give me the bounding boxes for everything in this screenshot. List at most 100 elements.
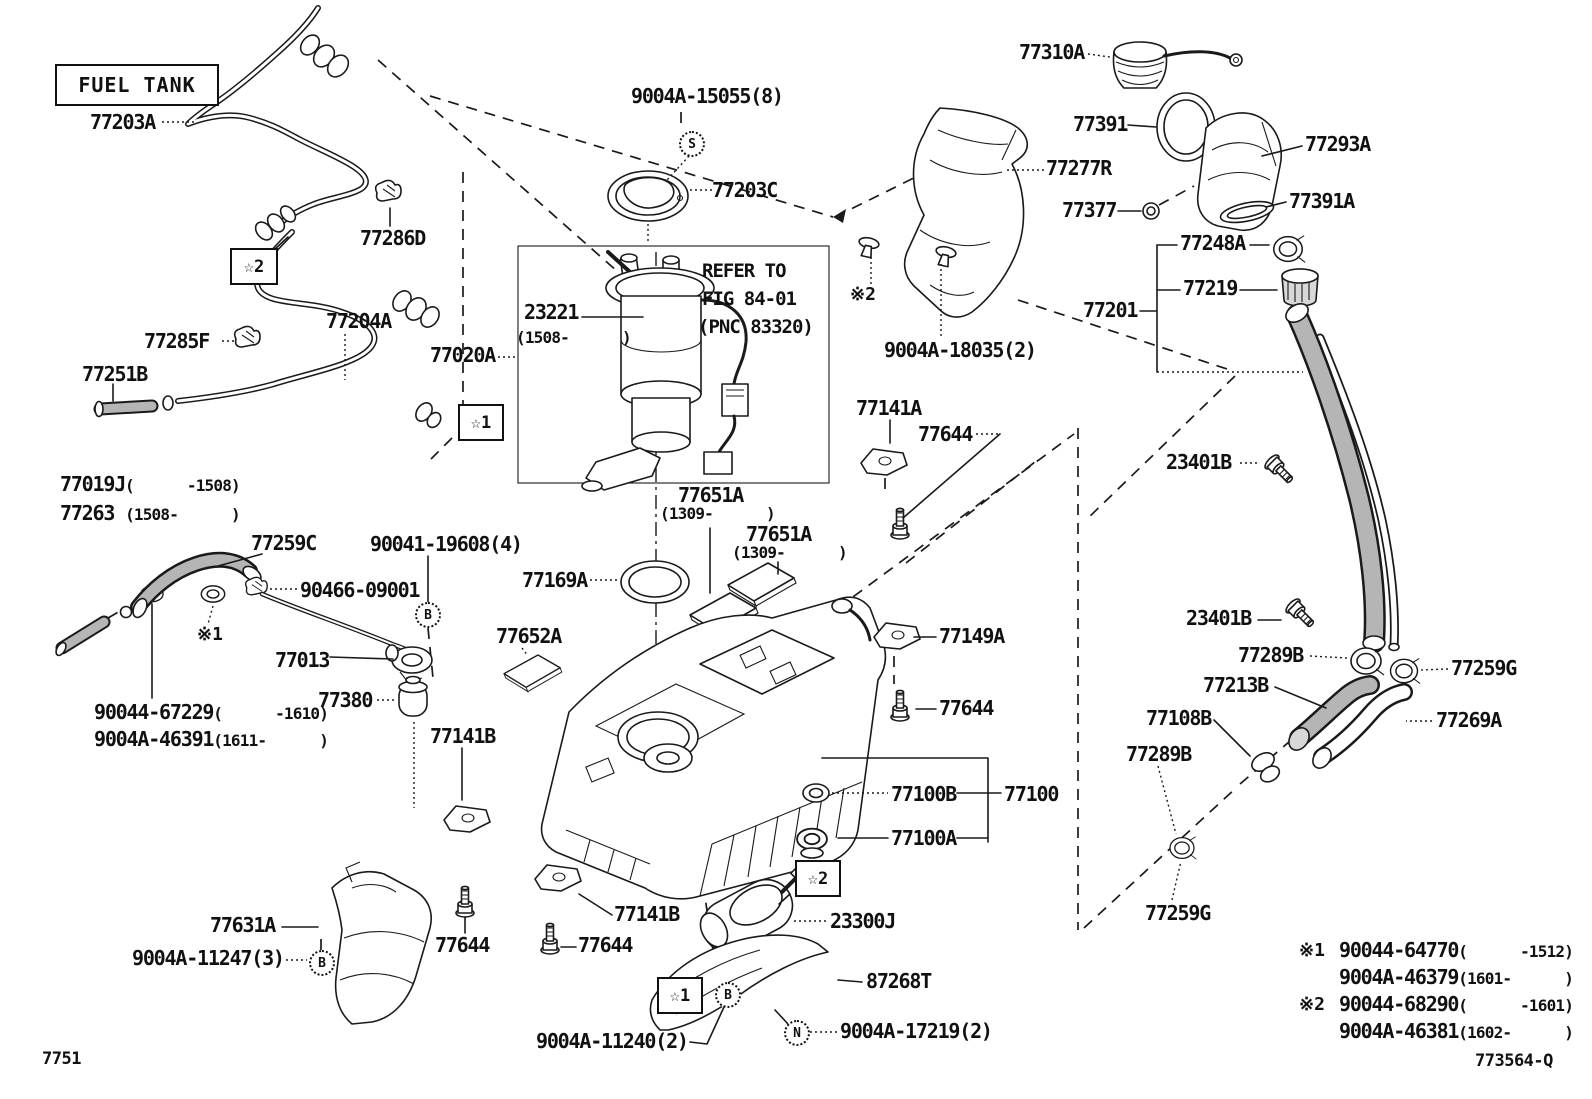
part-label-23221: 23221 [524, 300, 579, 324]
part-label-9004A-18035: 9004A-18035(2) [884, 338, 1037, 362]
bolt-77644-icon [455, 885, 475, 918]
bolt-77644-icon [540, 922, 560, 955]
note-refer-line3: (PNC 83320) [698, 316, 814, 338]
nut-77377-icon [1142, 202, 1160, 220]
cushion-77100A-icon [796, 827, 828, 859]
footnote-line1: 90044-64770( -1512) [1339, 938, 1574, 962]
marker-star1-box: ☆1 [458, 404, 504, 441]
part-label-23401B: 23401B [1186, 606, 1252, 630]
hose-77213B-art [1288, 675, 1380, 751]
part-label-77285F: 77285F [144, 329, 210, 353]
part-label-77263: 77263 (1508- ) [60, 501, 241, 525]
part-label-77013: 77013 [275, 648, 330, 672]
insulator-pad-77652A-icon [503, 654, 563, 693]
part-label-77391A: 77391A [1289, 189, 1355, 213]
diagram-title: FUEL TANK [55, 64, 219, 106]
part-label-77204A: 77204A [326, 309, 392, 333]
part-label-77652A: 77652A [496, 624, 562, 648]
sensor-connector-icon [415, 402, 442, 429]
ring-77391-art [1156, 92, 1216, 162]
part-label-90466-09001: 90466-09001 [300, 578, 420, 602]
marker-ref2: ※2 [850, 284, 876, 305]
clip-77286D-icon [374, 179, 402, 202]
part-label-77644: 77644 [578, 933, 633, 957]
fuel-pump-box [517, 245, 830, 484]
part-label-77149A: 77149A [939, 624, 1005, 648]
bracket-77141A-icon [860, 448, 908, 476]
marker-circle-b: B [415, 602, 441, 628]
filler-pipe-77201-art [1285, 303, 1400, 653]
part-label-77019J: 77019J( -1508) [60, 472, 241, 496]
construction-dashes [320, 59, 1319, 971]
part-label-77289B: 77289B [1238, 643, 1304, 667]
part-label-9004A-15055: 9004A-15055(8) [631, 84, 784, 108]
canister-77380-art [398, 675, 428, 717]
part-label-77310A: 77310A [1019, 40, 1085, 64]
bracket-77149A-icon [873, 622, 921, 650]
part-label-77169A: 77169A [522, 568, 588, 592]
part-label-77203A: 77203A [90, 110, 156, 134]
part-label-23401B: 23401B [1166, 450, 1232, 474]
bolt-23401B-icon [1262, 452, 1319, 632]
part-label-77141A: 77141A [856, 396, 922, 420]
part-label-23300J: 23300J [830, 909, 896, 933]
footnote-ref2-marker: ※2 [1299, 994, 1325, 1015]
shield-77631A-art [331, 861, 432, 1025]
bracket-77141B-icon [534, 864, 582, 892]
rivet-9004A-18035-icon [855, 235, 881, 260]
clamp-77259G-icon [1169, 836, 1198, 860]
bolt-77644-icon [890, 689, 910, 722]
note-refer-line2: FIG 84-01 [702, 288, 797, 310]
fuel-tube-77203A-art [185, 5, 369, 241]
fuel-tube-77204A-art [93, 229, 440, 418]
part-label-9004A-11247: 9004A-11247(3) [132, 946, 285, 970]
bushing-77219-art [1281, 268, 1319, 307]
part-label-77100B: 77100B [891, 782, 957, 806]
part-label-77213B: 77213B [1203, 673, 1269, 697]
part-label-87268T: 87268T [866, 969, 932, 993]
part-label-77269A: 77269A [1436, 708, 1502, 732]
marker-ref1: ※1 [197, 624, 223, 645]
page-number: 7751 [42, 1049, 81, 1069]
part-range-23221: (1508- ) [516, 328, 632, 347]
part-label-9004A-11240: 9004A-11240(2) [536, 1029, 689, 1053]
footnote-line3: 90044-68290( -1601) [1339, 992, 1574, 1016]
part-range-77651A: (1309- ) [732, 543, 848, 562]
marker-circle-n: N [784, 1020, 810, 1046]
part-label-90041-19608: 90041-19608(4) [370, 532, 523, 556]
part-label-77644: 77644 [939, 696, 994, 720]
breather-hose-art [55, 551, 433, 683]
bracket-77141B-icon [443, 805, 491, 833]
footnote-line4: 9004A-46381(1602- ) [1339, 1019, 1574, 1043]
clamp-77259G-icon [1389, 657, 1421, 685]
part-label-77651A: 77651A [678, 483, 744, 507]
part-label-77293A: 77293A [1305, 132, 1371, 156]
figure-code: 773564-Q [1475, 1051, 1553, 1071]
hose-77269A-art [1312, 683, 1413, 769]
fuel-tank-body-art [540, 596, 887, 900]
note-refer-line1: REFER TO [702, 260, 787, 282]
footnote-ref1-marker: ※1 [1299, 940, 1325, 961]
part-label-77201: 77201 [1083, 298, 1138, 322]
part-label-77644: 77644 [918, 422, 973, 446]
protector-77277R-art [903, 107, 1029, 318]
part-label-77141B: 77141B [430, 724, 496, 748]
part-label-77377: 77377 [1062, 198, 1117, 222]
part-label-77108B: 77108B [1146, 706, 1212, 730]
leader-lines [112, 53, 1449, 1045]
footnote-line2: 9004A-46379(1601- ) [1339, 965, 1574, 989]
part-label-77289B: 77289B [1126, 742, 1192, 766]
part-label-77248A: 77248A [1180, 231, 1246, 255]
part-label-77380: 77380 [318, 688, 373, 712]
fuel-cap-77310A-art [1112, 41, 1243, 89]
pipe-77108B-icon [1251, 752, 1281, 783]
clamp-77248A-icon [1272, 234, 1306, 264]
gasket-77169A-art [620, 560, 690, 604]
part-label-77203C: 77203C [712, 178, 778, 202]
cushion-77100B-icon [802, 783, 830, 803]
part-label-77100A: 77100A [891, 826, 957, 850]
part-label-77251B: 77251B [82, 362, 148, 386]
marker-star2-box: ☆2 [230, 248, 278, 285]
